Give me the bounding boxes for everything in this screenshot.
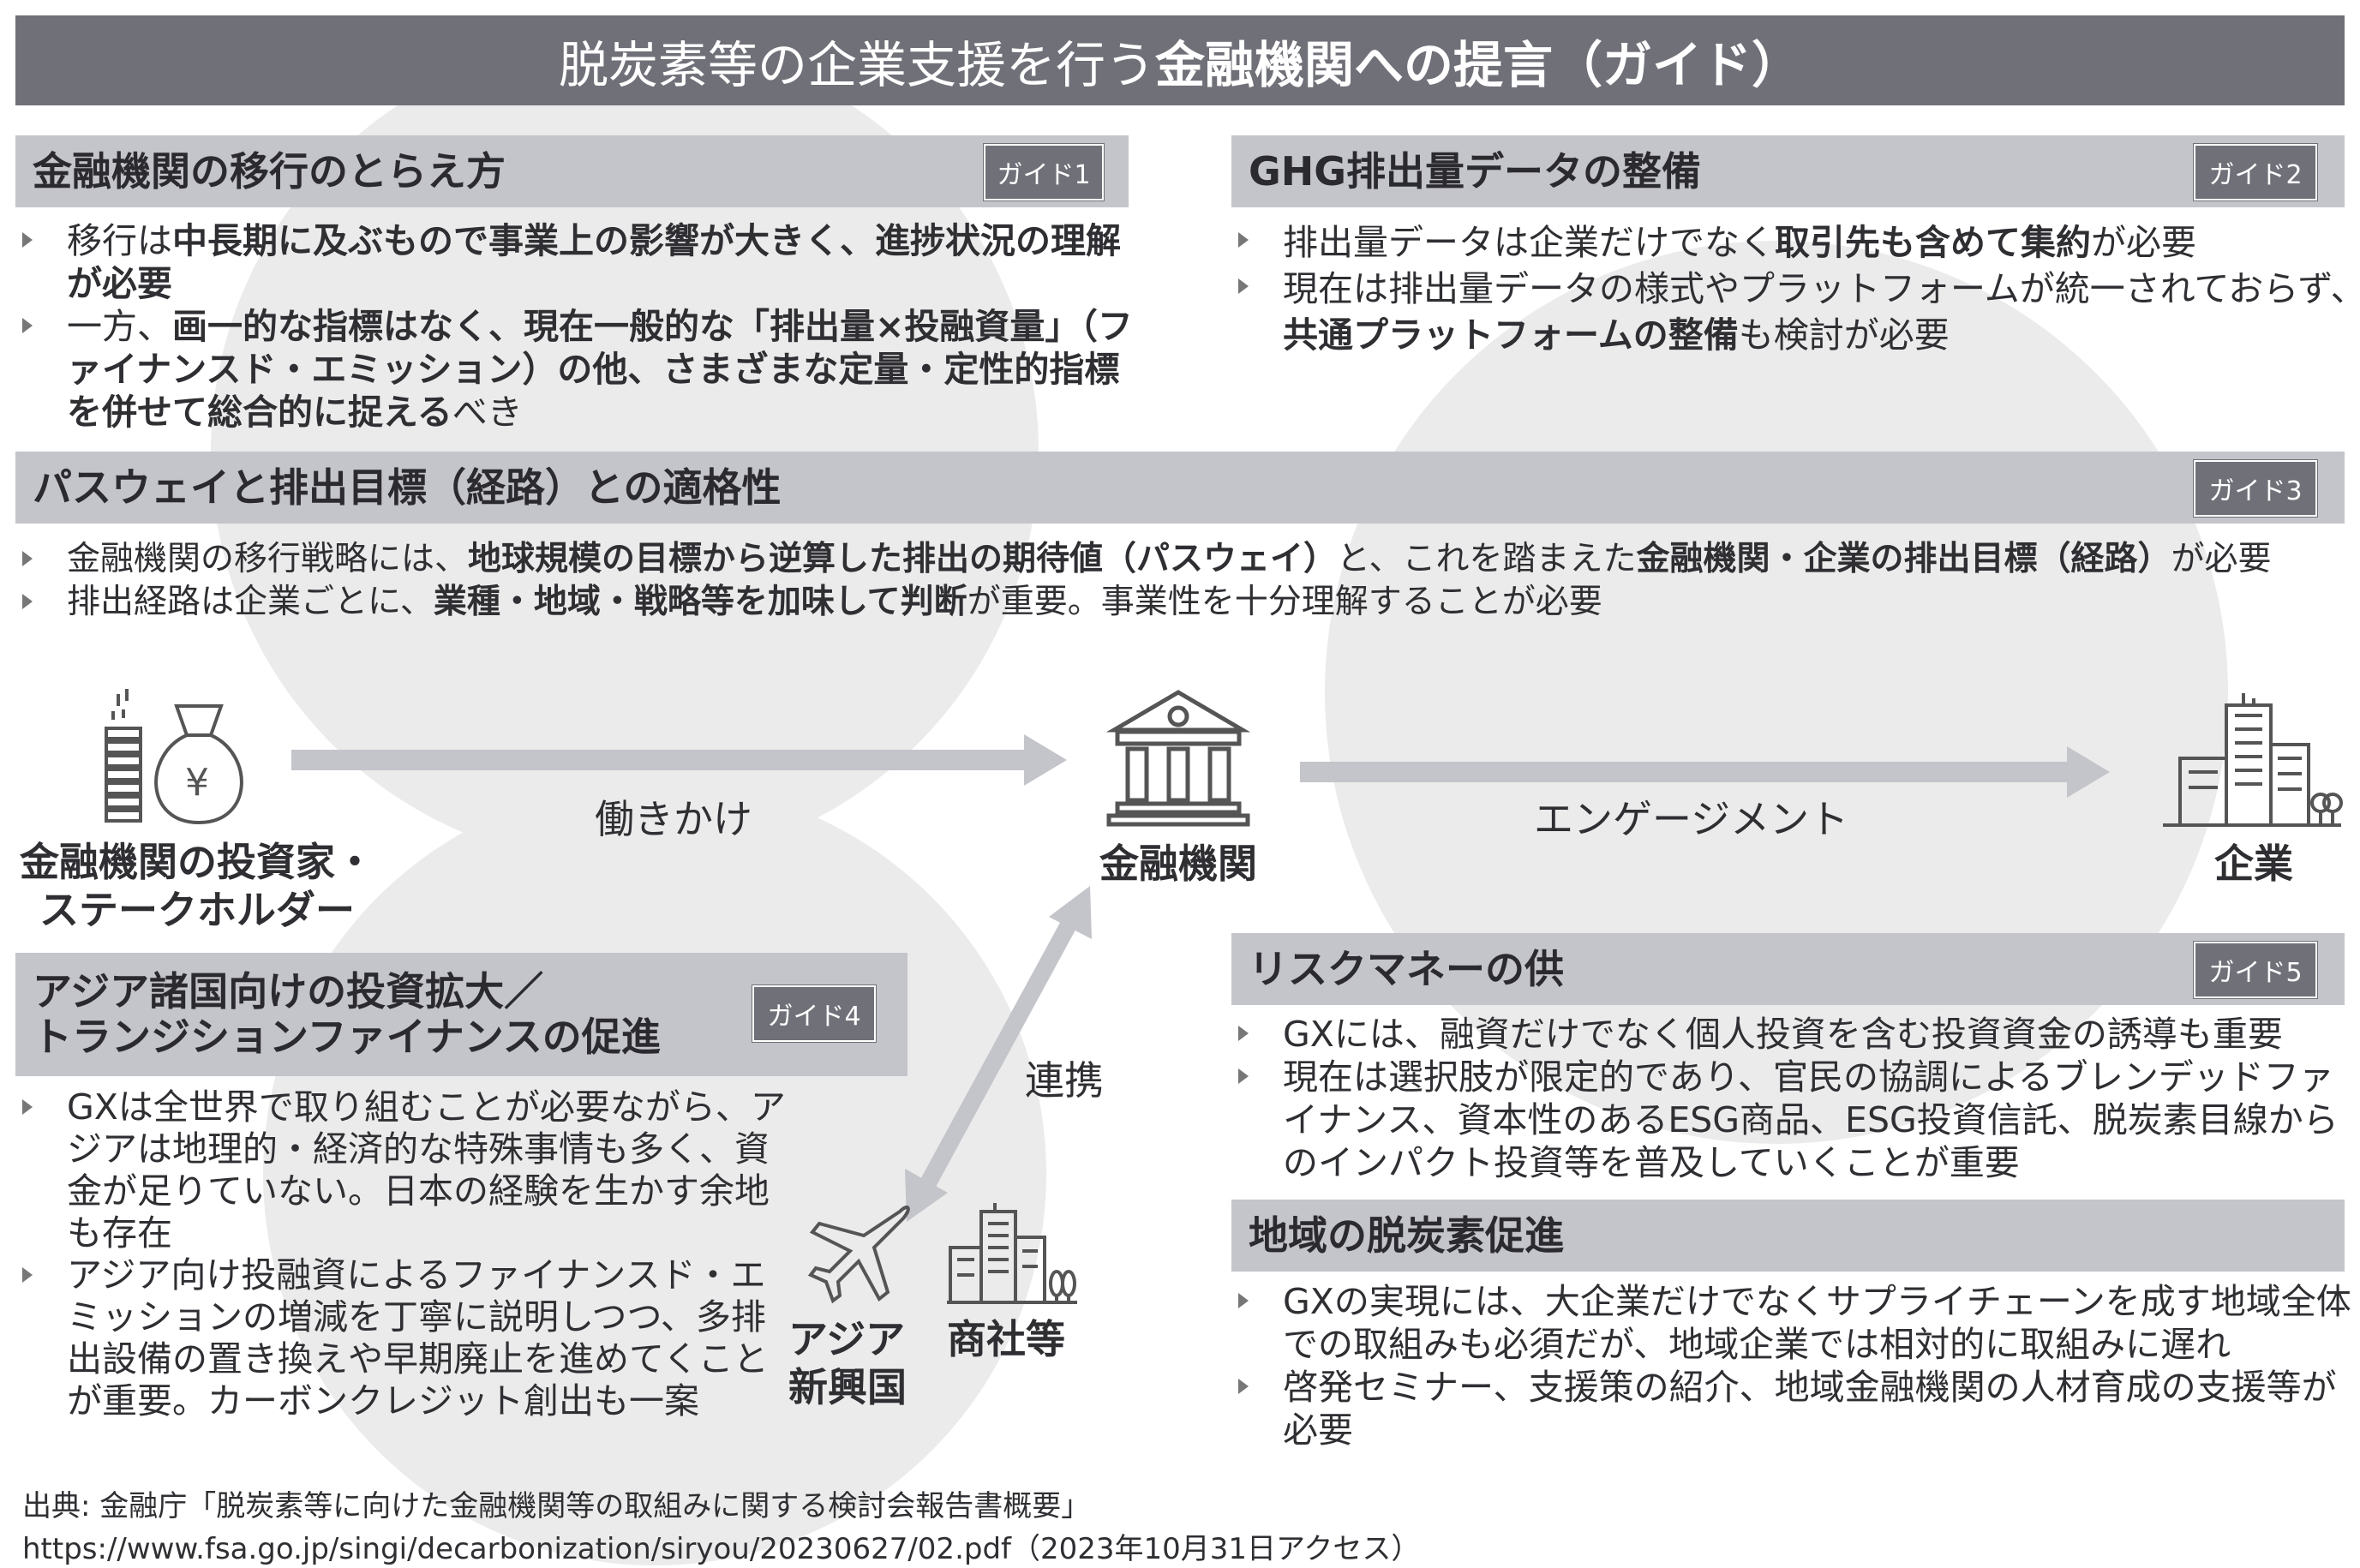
bullet-item: 移行は中長期に及ぶもので事業上の影響が大きく、進捗状況の理解が必要 bbox=[15, 219, 1138, 305]
bullet-item: 現在は排出量データの様式やプラットフォームが統一されておらず、 共通プラットフォ… bbox=[1231, 266, 2360, 358]
bullet-text: 啓発セミナー、支援策の紹介、地域金融機関の人材育成の支援等が必要 bbox=[1283, 1367, 2337, 1451]
bullet-text: が必要 bbox=[2171, 540, 2272, 578]
bullet-text: アジア向け投融資によるファイナンスド・エミッションの増減を丁寧に説明しつつ、多排… bbox=[67, 1254, 769, 1421]
section-heading-regional: 地域の脱炭素促進 bbox=[1231, 1200, 2345, 1272]
guide-badge-1: ガイド1 bbox=[983, 143, 1105, 201]
label-company: 企業 bbox=[2214, 841, 2293, 887]
airplane-icon bbox=[807, 1205, 910, 1304]
heading-text: パスウェイと排出目標（経路）との適格性 bbox=[33, 464, 782, 511]
bullet-item: GXには、融資だけでなく個人投資を含む投資資金の誘導も重要 bbox=[1231, 1013, 2354, 1056]
svg-text:¥: ¥ bbox=[185, 761, 209, 805]
bullet-emphasis: 地球規模の目標から逆算した排出の期待値（パスウェイ） bbox=[468, 540, 1338, 578]
guide-badge-2: ガイド2 bbox=[2193, 143, 2318, 201]
double-arrow-collaboration bbox=[905, 886, 1092, 1222]
bullets-pathway: 金融機関の移行戦略には、地球規模の目標から逆算した排出の期待値（パスウェイ）と、… bbox=[15, 538, 2355, 624]
heading-text: 金融機関の移行のとらえ方 bbox=[33, 147, 506, 195]
bullet-text: GXの実現には、大企業だけでなくサプライチェーンを成す地域全体での取組みも必須だ… bbox=[1283, 1281, 2351, 1365]
arrow-right bbox=[291, 734, 1067, 786]
section-heading-risk-money: リスクマネーの供 bbox=[1231, 933, 2345, 1005]
bullets-transition: 移行は中長期に及ぶもので事業上の影響が大きく、進捗状況の理解が必要一方、画一的な… bbox=[15, 219, 1138, 434]
bullet-text: が必要 bbox=[2091, 222, 2196, 263]
heading-text: アジア諸国向けの投資拡大／ トランジションファイナンスの促進 bbox=[33, 968, 661, 1060]
bullets-regional: GXの実現には、大企業だけでなくサプライチェーンを成す地域全体での取組みも必須だ… bbox=[1231, 1280, 2354, 1451]
arrow-label-collaboration: 連携 bbox=[1025, 1057, 1104, 1104]
company-building-icon bbox=[2163, 693, 2343, 827]
source-citation: 出典: 金融庁「脱炭素等に向けた金融機関等の取組みに関する検討会報告書概要」 bbox=[22, 1489, 1091, 1523]
bullet-emphasis: 業種・地域・戦略等を加味して判断 bbox=[433, 583, 967, 621]
bullet-item: 現在は選択肢が限定的であり、官民の協調によるブレンデッドファイナンス、資本性のあ… bbox=[1231, 1056, 2354, 1184]
bullet-emphasis: 画一的な指標はなく、現在一般的な「排出量×投融資量」（ファイナンスド・エミッショ… bbox=[67, 306, 1133, 433]
investor-icon: ¥ bbox=[105, 689, 243, 825]
label-asia-emerging: アジア 新興国 bbox=[788, 1316, 907, 1410]
bullet-text: GXには、融資だけでなく個人投資を含む投資資金の誘導も重要 bbox=[1283, 1014, 2283, 1055]
bullet-text: GXは全世界で取り組むことが必要ながら、アジアは地理的・経済的な特殊事情も多く、… bbox=[67, 1086, 786, 1254]
trading-company-building-icon bbox=[947, 1203, 1077, 1304]
bullet-text: 現在は選択肢が限定的であり、官民の協調によるブレンデッドファイナンス、資本性のあ… bbox=[1283, 1056, 2339, 1183]
bullets-risk-money: GXには、融資だけでなく個人投資を含む投資資金の誘導も重要現在は選択肢が限定的で… bbox=[1231, 1013, 2354, 1184]
source-url[interactable]: https://www.fsa.go.jp/singi/decarbonizat… bbox=[22, 1532, 1421, 1566]
bullet-text: 一方、 bbox=[67, 306, 172, 347]
bullet-item: 排出量データは企業だけでなく取引先も含めて集約が必要 bbox=[1231, 219, 2360, 266]
guide-badge-5: ガイド5 bbox=[2193, 941, 2318, 999]
bullet-item: 啓発セミナー、支援策の紹介、地域金融機関の人材育成の支援等が必要 bbox=[1231, 1366, 2354, 1451]
arrow-label-engagement: エンゲージメント bbox=[1534, 796, 1849, 842]
page-title: 脱炭素等の企業支援を行う金融機関への提言（ガイド） bbox=[15, 15, 2345, 105]
label-trading-companies: 商社等 bbox=[947, 1316, 1065, 1362]
arrow-right bbox=[1300, 746, 2110, 798]
bullets-asia: GXは全世界で取り組むことが必要ながら、アジアは地理的・経済的な特殊事情も多く、… bbox=[15, 1086, 787, 1422]
bullet-item: 排出経路は企業ごとに、業種・地域・戦略等を加味して判断が重要。事業性を十分理解す… bbox=[15, 581, 2355, 624]
heading-text: リスクマネーの供 bbox=[1249, 945, 1564, 992]
guide-badge-3: ガイド3 bbox=[2193, 459, 2318, 518]
bullet-text: と、これを踏まえた bbox=[1337, 540, 1637, 578]
section-heading-pathway: パスウェイと排出目標（経路）との適格性 bbox=[15, 452, 2345, 524]
bullet-text: 排出経路は企業ごとに、 bbox=[67, 583, 434, 621]
background-circle bbox=[1325, 241, 2228, 1144]
bullet-emphasis: 金融機関・企業の排出目標（経路） bbox=[1636, 540, 2171, 578]
bullet-text: べき bbox=[452, 392, 523, 433]
bullet-emphasis: 取引先も含めて集約 bbox=[1775, 222, 2091, 263]
bullet-text: も検討が必要 bbox=[1738, 314, 1950, 356]
label-investors-stakeholders: 金融機関の投資家・ ステークホルダー bbox=[20, 839, 374, 933]
bullet-emphasis: 共通プラットフォームの整備 bbox=[1283, 314, 1739, 356]
title-bold: 金融機関への提言（ガイド） bbox=[1155, 35, 1802, 94]
bullet-item: GXの実現には、大企業だけでなくサプライチェーンを成す地域全体での取組みも必須だ… bbox=[1231, 1280, 2354, 1366]
heading-text: 地域の脱炭素促進 bbox=[1249, 1212, 1564, 1259]
guide-badge-4: ガイド4 bbox=[752, 984, 877, 1043]
background-circle bbox=[263, 782, 1046, 1565]
bullets-ghg-data: 排出量データは企業だけでなく取引先も含めて集約が必要現在は排出量データの様式やプ… bbox=[1231, 219, 2360, 358]
label-financial-institution: 金融機関 bbox=[1099, 841, 1257, 887]
bullet-item: 一方、画一的な指標はなく、現在一般的な「排出量×投融資量」（ファイナンスド・エミ… bbox=[15, 305, 1138, 434]
bank-icon bbox=[1105, 690, 1251, 827]
bullet-text: 移行は bbox=[67, 220, 172, 261]
bullet-text: が重要。事業性を十分理解することが必要 bbox=[967, 583, 1602, 621]
bullet-text: 現在は排出量データの様式やプラットフォームが統一されておらず、 bbox=[1283, 268, 2360, 309]
bullet-item: GXは全世界で取り組むことが必要ながら、アジアは地理的・経済的な特殊事情も多く、… bbox=[15, 1086, 787, 1254]
section-heading-transition: 金融機関の移行のとらえ方 bbox=[15, 135, 1129, 207]
bullet-text: 排出量データは企業だけでなく bbox=[1283, 222, 1775, 263]
heading-text: GHG排出量データの整備 bbox=[1249, 147, 1702, 195]
title-normal: 脱炭素等の企業支援を行う bbox=[558, 35, 1155, 94]
arrow-label-outreach: 働きかけ bbox=[595, 796, 752, 842]
bullet-item: アジア向け投融資によるファイナンスド・エミッションの増減を丁寧に説明しつつ、多排… bbox=[15, 1254, 787, 1422]
section-heading-ghg-data: GHG排出量データの整備 bbox=[1231, 135, 2345, 207]
bullet-item: 金融機関の移行戦略には、地球規模の目標から逆算した排出の期待値（パスウェイ）と、… bbox=[15, 538, 2355, 581]
bullet-emphasis: 中長期に及ぶもので事業上の影響が大きく、進捗状況の理解が必要 bbox=[67, 220, 1121, 304]
bullet-text: 金融機関の移行戦略には、 bbox=[67, 540, 469, 578]
